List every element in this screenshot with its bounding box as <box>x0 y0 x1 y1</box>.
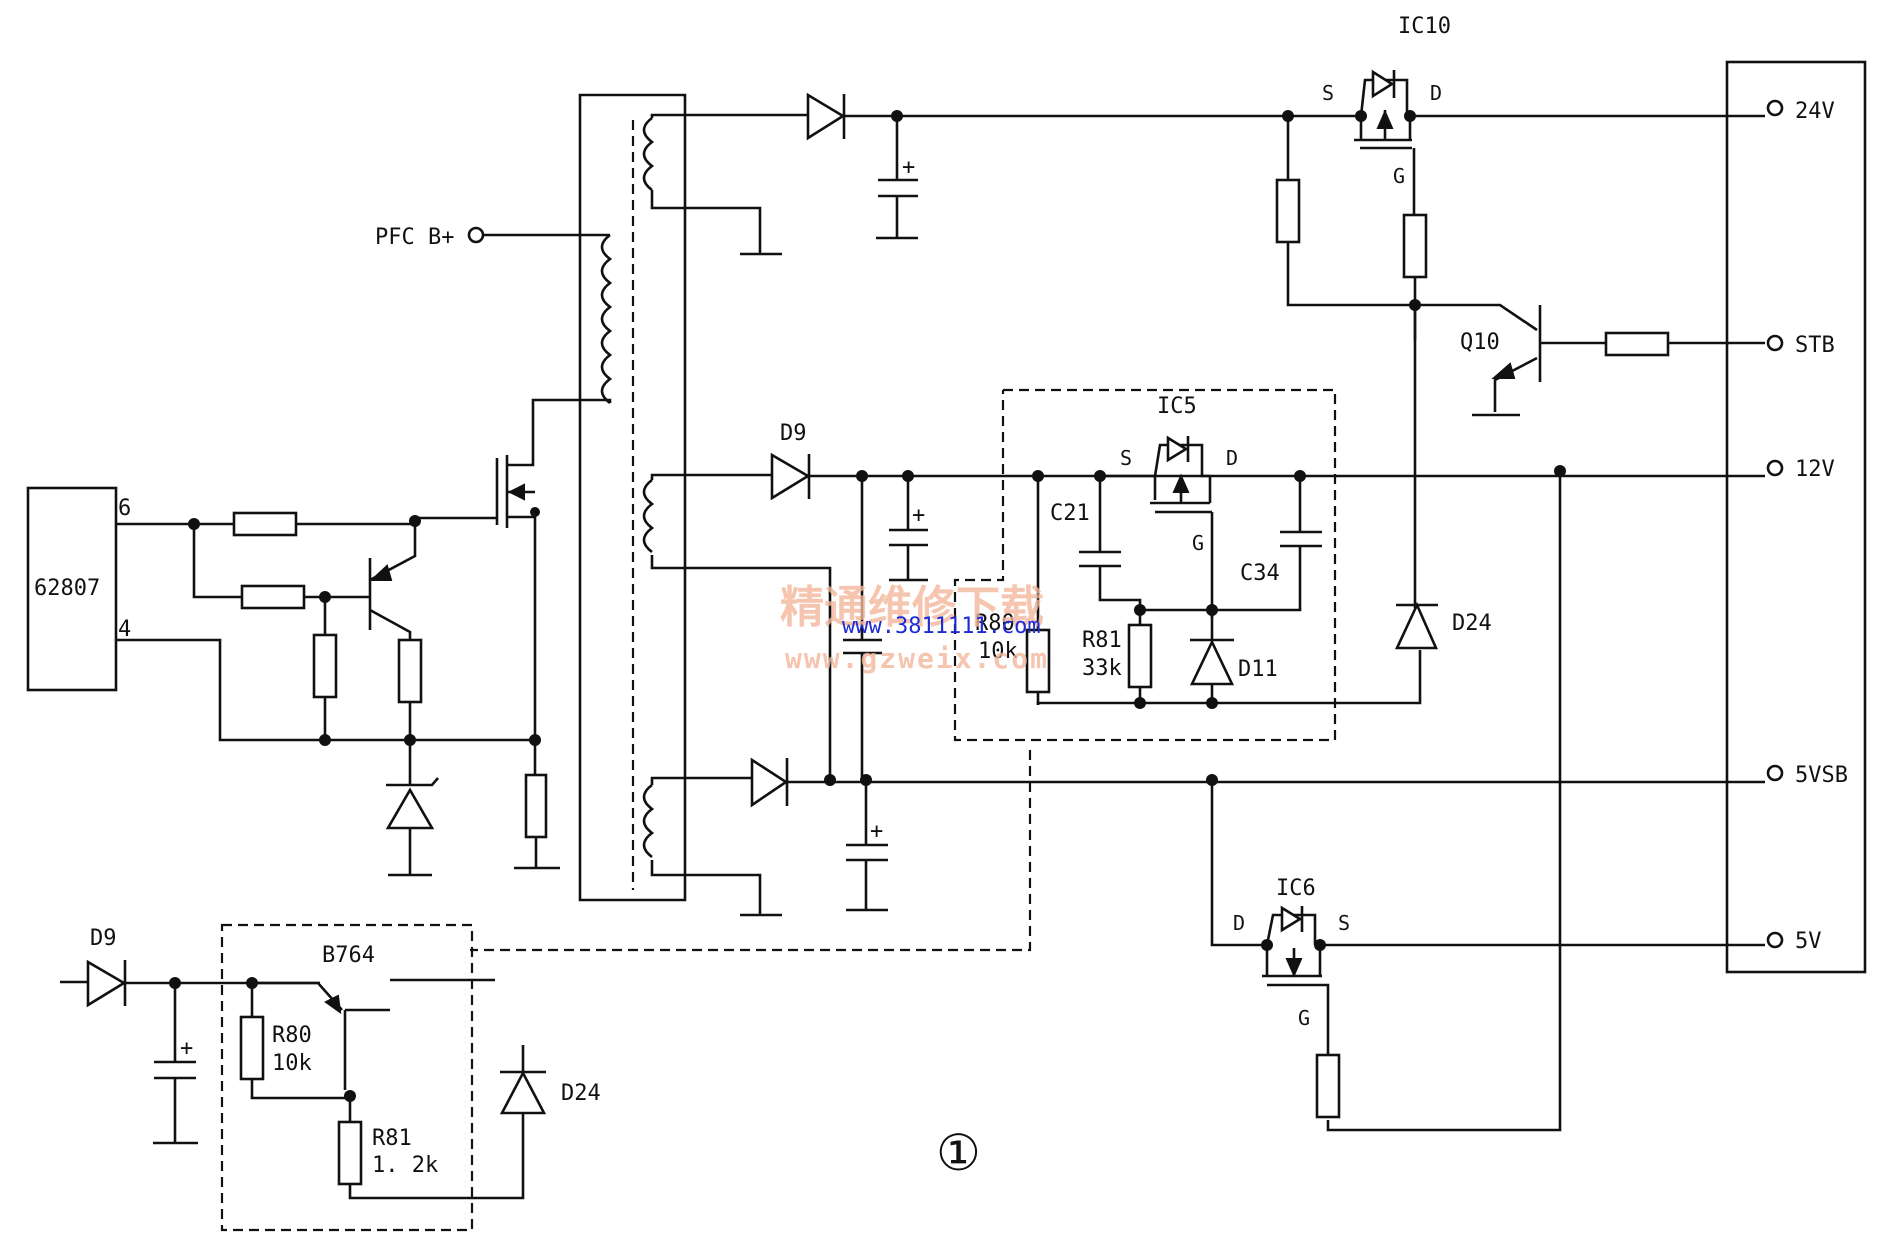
output-12v-label: 12V <box>1795 457 1835 482</box>
svg-text:10k: 10k <box>978 639 1018 664</box>
svg-text:+: + <box>912 503 925 528</box>
detail-b764-circuit: D9 + B764 R80 10k R81 1. 2k D24 <box>60 923 601 1232</box>
svg-text:R81: R81 <box>372 1126 412 1151</box>
svg-text:+: + <box>902 155 915 180</box>
b764-label: B764 <box>322 943 375 968</box>
svg-text:1. 2k: 1. 2k <box>372 1153 438 1178</box>
rail-24v: + IC10 S D G Q10 <box>650 14 1765 608</box>
pin4-label: 4 <box>118 617 131 642</box>
base-resistor <box>240 584 306 610</box>
ic10-bias-resistor <box>1275 178 1301 244</box>
terminal-24v <box>1766 99 1784 117</box>
controller-ic: 62807 6 4 <box>26 486 535 877</box>
watermark-line3: www.gzweix.com <box>785 642 1049 675</box>
svg-text:R81: R81 <box>1082 628 1122 653</box>
svg-text:S: S <box>1338 911 1350 935</box>
source-resistor <box>524 773 548 839</box>
svg-text:D: D <box>1430 81 1442 105</box>
terminal-12v <box>1766 459 1784 477</box>
ic6-label: IC6 <box>1276 876 1316 901</box>
svg-text:10k: 10k <box>272 1051 312 1076</box>
transformer <box>578 93 687 902</box>
d24-mid-label: D24 <box>1452 611 1492 636</box>
r80-resistor <box>1025 628 1051 694</box>
ic10-gate-resistor <box>1402 213 1428 279</box>
ic6-gate-resistor <box>1315 1053 1341 1119</box>
output-connector-box <box>1725 60 1867 974</box>
svg-text:D: D <box>1226 446 1238 470</box>
d9-bottom-label: D9 <box>90 926 117 951</box>
stb-resistor <box>1604 331 1670 357</box>
bias-resistor-1 <box>312 633 338 699</box>
svg-text:R80: R80 <box>272 1023 312 1048</box>
d24-bottom-label: D24 <box>561 1081 601 1106</box>
bias-resistor-2 <box>397 638 423 704</box>
svg-text:G: G <box>1192 531 1204 555</box>
svg-text:D: D <box>1233 911 1245 935</box>
svg-text:+: + <box>870 819 883 844</box>
svg-text:R80: R80 <box>975 611 1015 636</box>
rail-5vsb: + IC6 D S G <box>650 757 1765 1119</box>
terminal-5v <box>1766 931 1784 949</box>
rectifier-diode-5vsb <box>750 757 789 808</box>
output-connector: 24V STB 12V 5VSB 5V <box>1725 60 1867 974</box>
figure-number: ① <box>936 1124 981 1182</box>
rectifier-diode-24v <box>806 92 846 141</box>
rectifier-diode-d9 <box>770 452 811 501</box>
svg-text:S: S <box>1322 81 1334 105</box>
d11-label: D11 <box>1238 657 1278 682</box>
pfc-label: PFC B+ <box>375 225 454 250</box>
terminal-stb <box>1766 334 1784 352</box>
svg-text:S: S <box>1120 446 1132 470</box>
c34-label: C34 <box>1240 561 1280 586</box>
watermark-line2: www.3811111.com <box>842 614 1041 639</box>
d9-top-label: D9 <box>780 421 807 446</box>
r81-detail-resistor <box>337 1120 363 1186</box>
terminal-5vsb <box>1766 764 1784 782</box>
r81-resistor <box>1127 623 1153 689</box>
gate-resistor <box>232 511 298 537</box>
pfc-terminal <box>467 226 485 244</box>
svg-text:33k: 33k <box>1082 656 1122 681</box>
output-5v-label: 5V <box>1795 929 1822 954</box>
output-stb-label: STB <box>1795 333 1835 358</box>
svg-text:G: G <box>1393 164 1405 188</box>
rail-12v: D9 + IC5 S D G C21 <box>650 388 1765 1132</box>
primary-side: PFC B+ <box>375 225 612 870</box>
chip-label: 62807 <box>34 576 100 601</box>
watermark-line1: 精通维修下载 <box>780 582 1044 633</box>
svg-text:G: G <box>1298 1006 1310 1030</box>
output-24v-label: 24V <box>1795 99 1835 124</box>
c21-label: C21 <box>1050 501 1090 526</box>
diode-d11 <box>1189 638 1235 686</box>
ic10-label: IC10 <box>1398 14 1451 39</box>
svg-text:+: + <box>180 1036 193 1061</box>
ic5-label: IC5 <box>1157 394 1197 419</box>
diode-d24 <box>1394 601 1438 650</box>
watermark: 精通维修下载 www.3811111.com www.gzweix.com <box>780 582 1049 675</box>
r80-detail-resistor <box>239 1015 265 1081</box>
diode-d24-detail <box>499 1070 547 1115</box>
output-5vsb-label: 5VSB <box>1795 763 1848 788</box>
controller-chip-62807 <box>26 486 118 692</box>
q10-label: Q10 <box>1460 330 1500 355</box>
pin6-label: 6 <box>118 496 131 521</box>
diode-d9-detail <box>86 959 127 1008</box>
